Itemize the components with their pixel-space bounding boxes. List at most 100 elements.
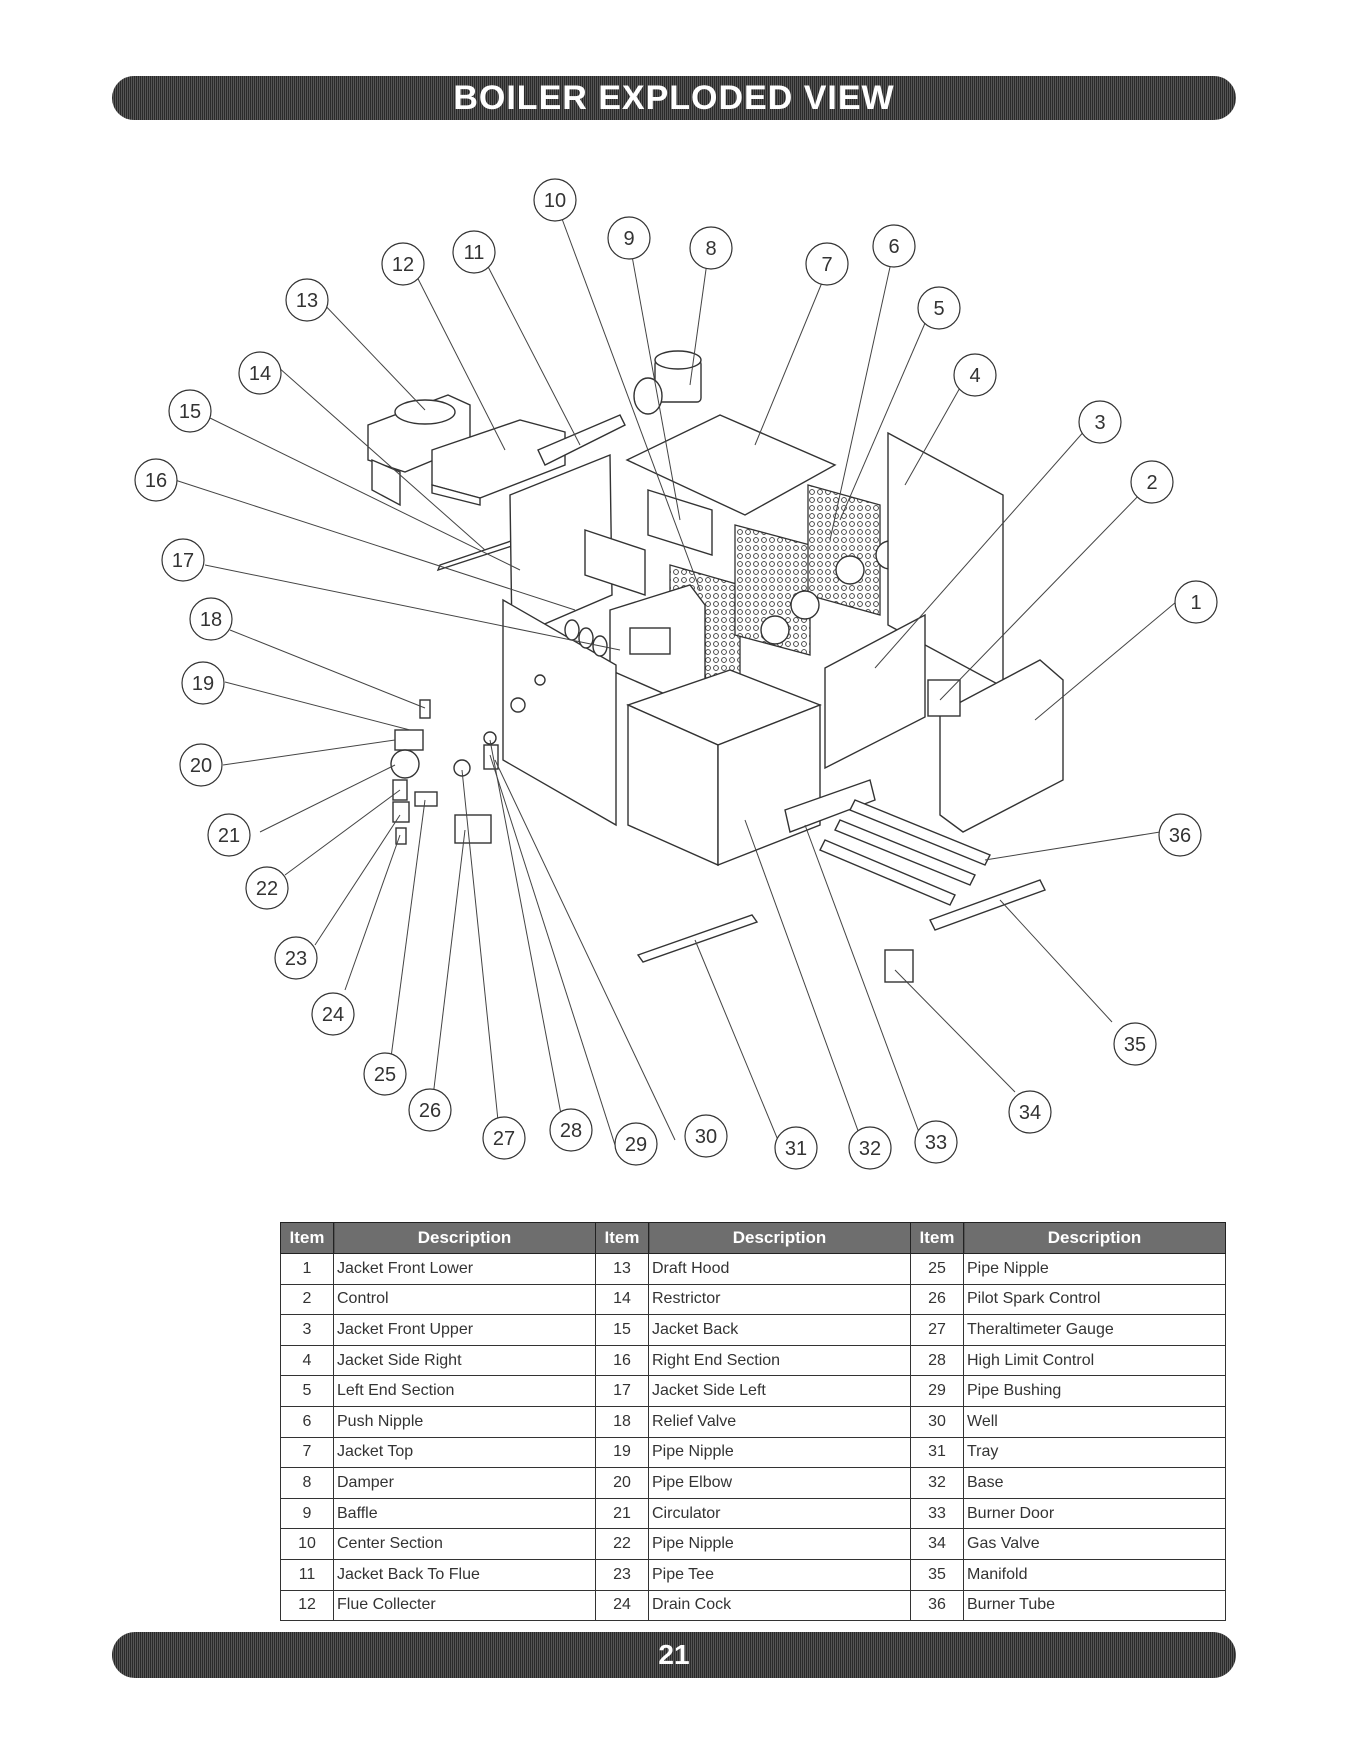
- item-number-cell: 32: [910, 1467, 964, 1499]
- part-left-end-section: [807, 484, 881, 616]
- item-description-cell: Jacket Top: [333, 1436, 596, 1469]
- page-title: BOILER EXPLODED VIEW: [112, 76, 1236, 120]
- item-number-cell: 11: [280, 1558, 334, 1591]
- item-number-cell: 14: [595, 1283, 649, 1316]
- item-description-cell: Jacket Back To Flue: [333, 1558, 596, 1591]
- callout-label: 20: [190, 755, 212, 777]
- callout-label: 1: [1190, 592, 1201, 614]
- item-description-cell: Relief Valve: [648, 1405, 911, 1438]
- callout-label: 27: [493, 1128, 515, 1150]
- item-description-cell: Jacket Front Lower: [333, 1253, 596, 1285]
- callout-20: 20: [179, 743, 223, 787]
- callout-3: 3: [1078, 400, 1122, 444]
- header-item: Item: [910, 1222, 964, 1254]
- callout-21: 21: [207, 813, 251, 857]
- callout-label: 16: [145, 470, 167, 492]
- item-number-cell: 10: [280, 1528, 334, 1560]
- callout-label: 24: [322, 1004, 344, 1026]
- callout-2: 2: [1130, 460, 1174, 504]
- callout-33: 33: [914, 1120, 958, 1164]
- callout-label: 18: [200, 609, 222, 631]
- item-description-cell: Pipe Elbow: [648, 1467, 911, 1499]
- item-description-cell: Control: [333, 1283, 596, 1316]
- callout-label: 22: [256, 878, 278, 900]
- item-number-cell: 29: [910, 1375, 964, 1407]
- item-number-cell: 5: [280, 1375, 334, 1407]
- item-description-cell: Jacket Side Left: [648, 1375, 911, 1407]
- item-description-cell: Jacket Side Right: [333, 1344, 596, 1377]
- item-number-cell: 23: [595, 1558, 649, 1591]
- item-number-cell: 8: [280, 1467, 334, 1499]
- item-description-cell: Burner Door: [963, 1497, 1226, 1530]
- item-description-cell: Burner Tube: [963, 1589, 1226, 1622]
- item-number-cell: 28: [910, 1344, 964, 1377]
- part-jacket-back: [509, 453, 613, 640]
- item-number-cell: 21: [595, 1497, 649, 1530]
- item-number-cell: 34: [910, 1528, 964, 1560]
- item-number-cell: 16: [595, 1344, 649, 1377]
- part-baffle: [647, 489, 713, 556]
- item-number-cell: 13: [595, 1253, 649, 1285]
- callout-34: 34: [1008, 1090, 1052, 1134]
- callout-label: 12: [392, 254, 414, 276]
- item-description-cell: Pipe Tee: [648, 1558, 911, 1591]
- boiler-exploded-diagram: 1 2 3 4 5 6 7 8 9 10 11 12 13 14 15 16 1…: [134, 178, 1218, 1170]
- callout-1: 1: [1174, 580, 1218, 624]
- callout-26: 26: [408, 1088, 452, 1132]
- item-number-cell: 26: [910, 1283, 964, 1316]
- callout-6: 6: [872, 224, 916, 268]
- callout-9: 9: [607, 216, 651, 260]
- item-description-cell: Drain Cock: [648, 1589, 911, 1622]
- part-base: [626, 669, 822, 867]
- item-number-cell: 1: [280, 1253, 334, 1285]
- callout-27: 27: [482, 1116, 526, 1160]
- item-description-cell: Pipe Nipple: [648, 1528, 911, 1560]
- part-manifold: [929, 879, 1046, 931]
- callout-label: 7: [821, 254, 832, 276]
- callout-5: 5: [917, 286, 961, 330]
- callout-label: 34: [1019, 1102, 1041, 1124]
- callout-label: 23: [285, 948, 307, 970]
- boiler-parts: [367, 350, 1064, 983]
- callout-8: 8: [689, 226, 733, 270]
- callout-label: 6: [888, 236, 899, 258]
- callout-label: 29: [625, 1134, 647, 1156]
- callout-7: 7: [805, 242, 849, 286]
- header-item: Item: [280, 1222, 334, 1254]
- callout-32: 32: [848, 1126, 892, 1170]
- part-control-box: [927, 679, 961, 717]
- header-item: Item: [595, 1222, 649, 1254]
- item-description-cell: Flue Collecter: [333, 1589, 596, 1622]
- callout-label: 33: [925, 1132, 947, 1154]
- callout-13: 13: [285, 278, 329, 322]
- callout-label: 30: [695, 1126, 717, 1148]
- part-jacket-front-upper: [824, 613, 926, 770]
- item-number-cell: 27: [910, 1314, 964, 1346]
- item-number-cell: 7: [280, 1436, 334, 1469]
- part-flue-collecter: [431, 419, 566, 506]
- callout-label: 19: [192, 673, 214, 695]
- item-description-cell: Pilot Spark Control: [963, 1283, 1226, 1316]
- item-number-cell: 6: [280, 1405, 334, 1438]
- callout-label: 21: [218, 825, 240, 847]
- part-gas-valve: [884, 949, 914, 983]
- callout-label: 15: [179, 401, 201, 423]
- part-jacket-top: [625, 414, 837, 516]
- item-number-cell: 4: [280, 1344, 334, 1377]
- callout-label: 31: [785, 1138, 807, 1160]
- callout-29: 29: [614, 1122, 658, 1166]
- item-description-cell: Draft Hood: [648, 1253, 911, 1285]
- callout-30: 30: [684, 1114, 728, 1158]
- part-jacket-front-lower: [939, 659, 1064, 833]
- item-number-cell: 30: [910, 1405, 964, 1438]
- item-number-cell: 12: [280, 1589, 334, 1622]
- callout-25: 25: [363, 1052, 407, 1096]
